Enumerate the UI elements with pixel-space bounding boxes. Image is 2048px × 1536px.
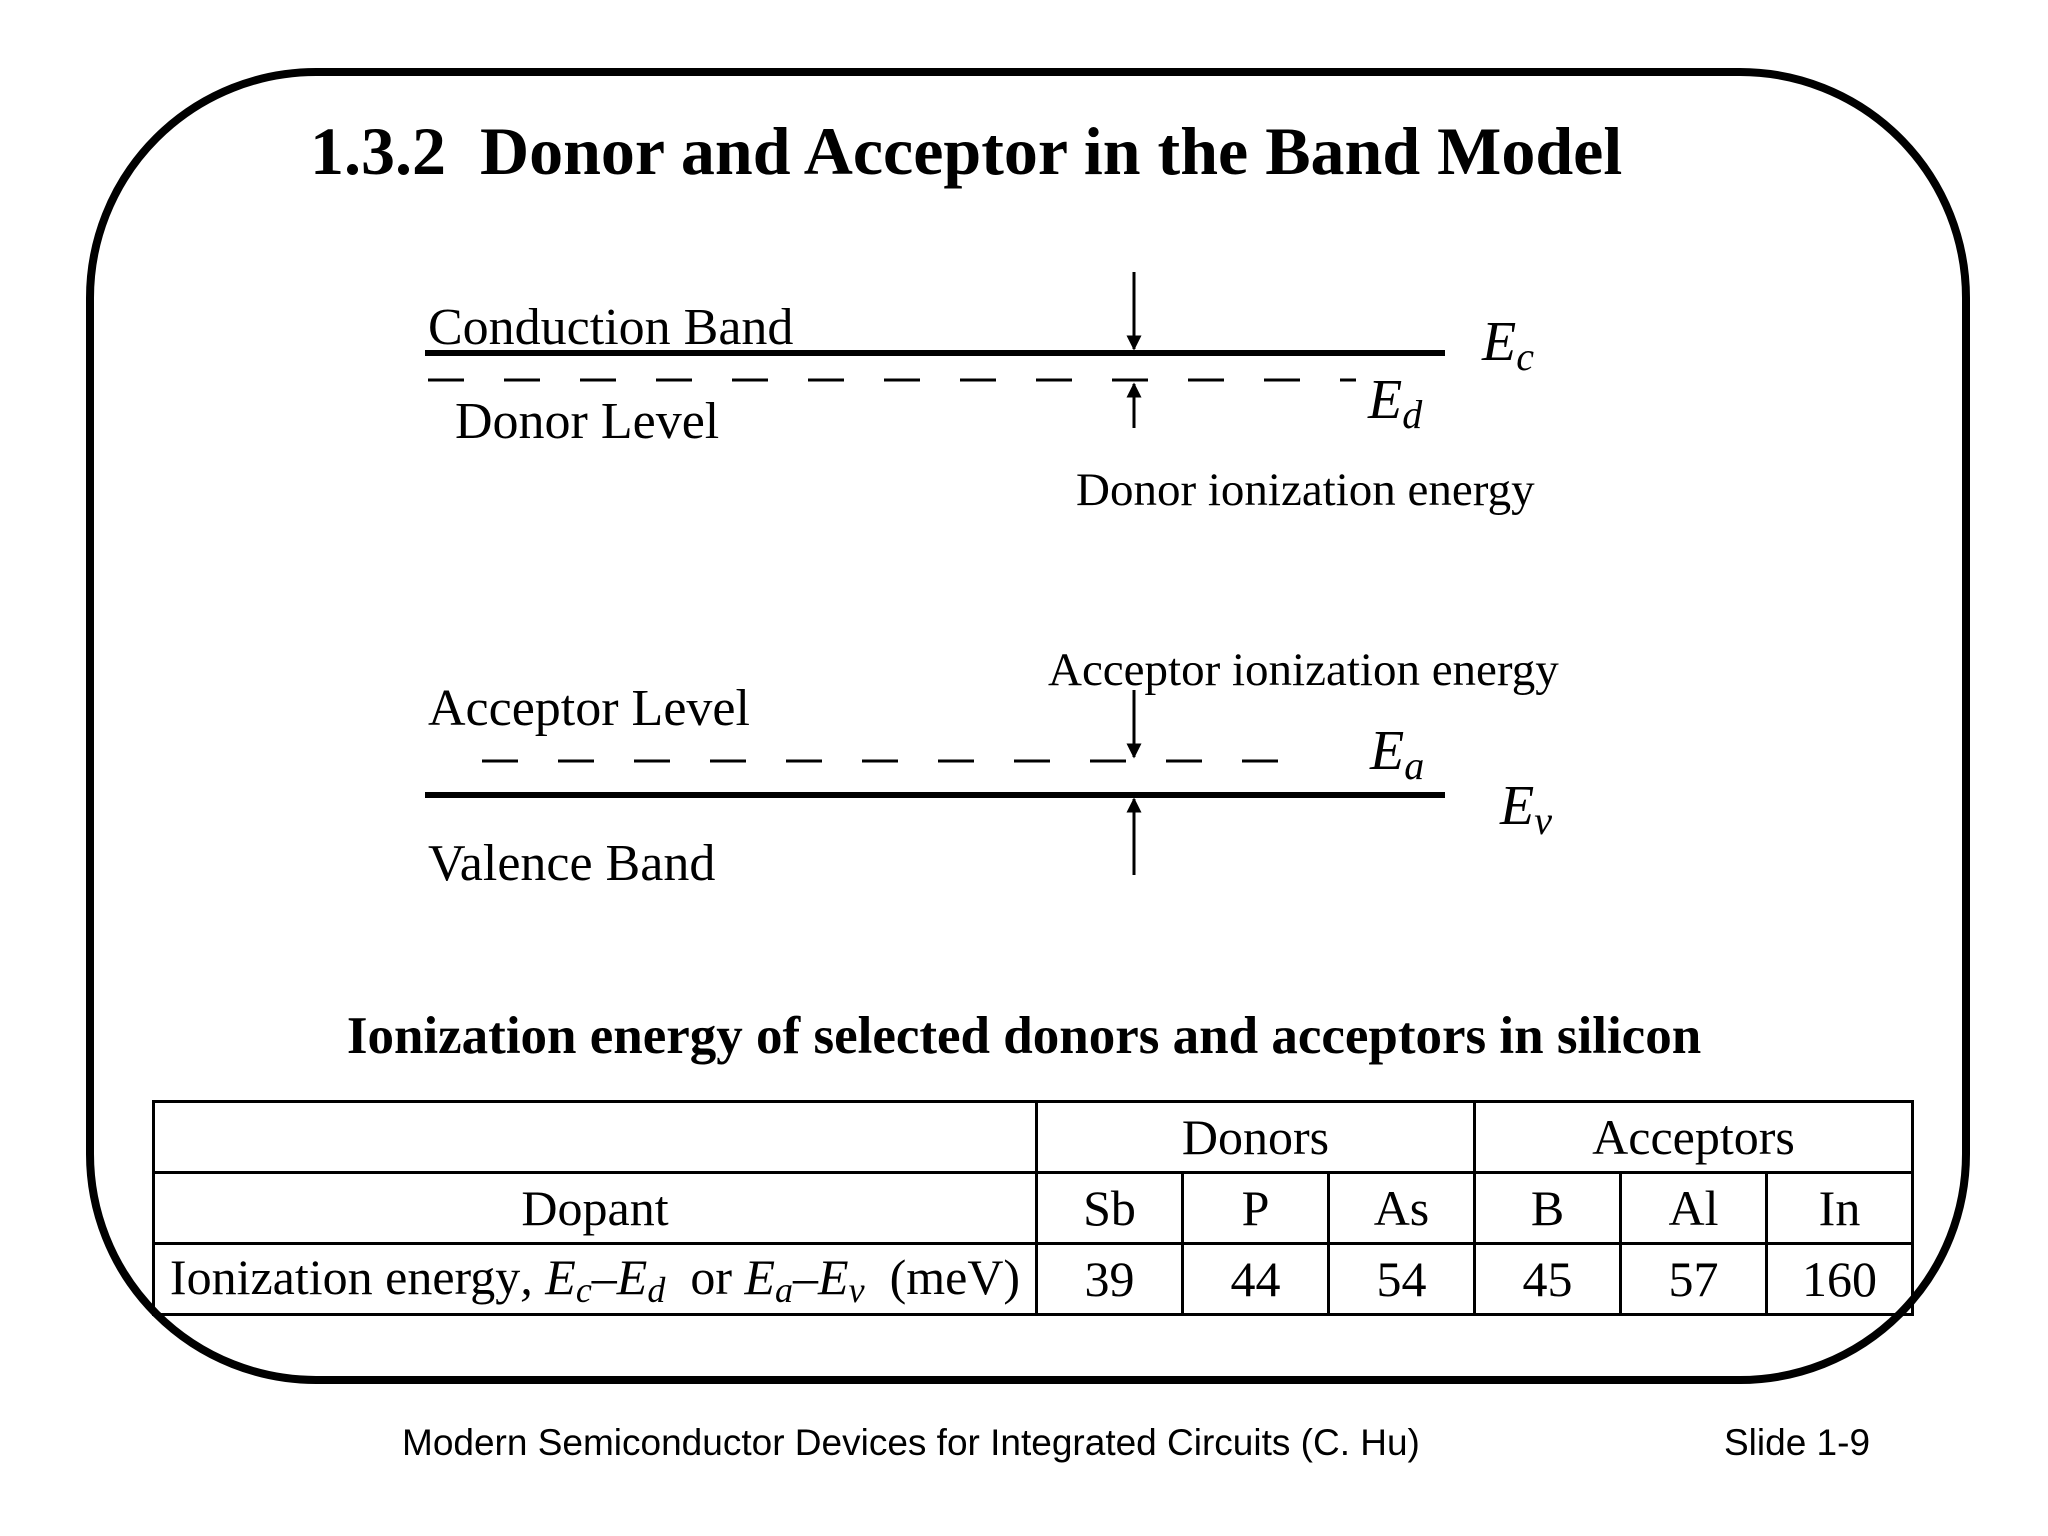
energy-value-cell: 39 [1035,1242,1184,1316]
dopant-cell: Sb [1035,1171,1184,1245]
ionization-energy-label: Ionization energy, Ec–Ed or Ea–Ev (meV) [152,1242,1038,1316]
ev-symbol: Ev [1500,775,1552,843]
table-row: Donors Acceptors [152,1100,1914,1174]
table-row: Ionization energy, Ec–Ed or Ea–Ev (meV) … [152,1242,1914,1316]
slide-title: 1.3.2 Donor and Acceptor in the Band Mod… [310,113,1623,189]
group-header-acceptors: Acceptors [1473,1100,1914,1174]
dopant-cell: As [1327,1171,1476,1245]
energy-value-cell: 54 [1327,1242,1476,1316]
slide-frame [86,68,1970,1384]
energy-value-cell: 45 [1473,1242,1622,1316]
acceptor-level-label: Acceptor Level [428,680,750,737]
ec-symbol: Ec [1482,311,1534,379]
table-caption: Ionization energy of selected donors and… [346,1007,1702,1065]
energy-value-cell: 160 [1765,1242,1914,1316]
dopant-cell: P [1181,1171,1330,1245]
dopant-label: Dopant [152,1171,1038,1245]
table-row: Dopant Sb P As B Al In [152,1171,1914,1245]
energy-value-cell: 57 [1619,1242,1768,1316]
ionization-table: Donors Acceptors Dopant Sb P As B Al In … [152,1100,1914,1316]
dopant-cell: Al [1619,1171,1768,1245]
dopant-cell: B [1473,1171,1622,1245]
dopant-cell: In [1765,1171,1914,1245]
energy-value-cell: 44 [1181,1242,1330,1316]
donor-ionization-label: Donor ionization energy [1076,464,1535,516]
group-header-donors: Donors [1035,1100,1476,1174]
footer-source: Modern Semiconductor Devices for Integra… [402,1422,1420,1463]
ea-symbol: Ea [1370,720,1425,788]
table-cell-empty [152,1100,1038,1174]
ed-symbol: Ed [1368,369,1423,437]
acceptor-ionization-label: Acceptor ionization energy [1048,644,1559,696]
donor-level-label: Donor Level [455,393,720,450]
valence-band-label: Valence Band [428,835,716,892]
conduction-band-label: Conduction Band [428,299,794,356]
footer-slide-number: Slide 1-9 [1724,1422,1871,1463]
